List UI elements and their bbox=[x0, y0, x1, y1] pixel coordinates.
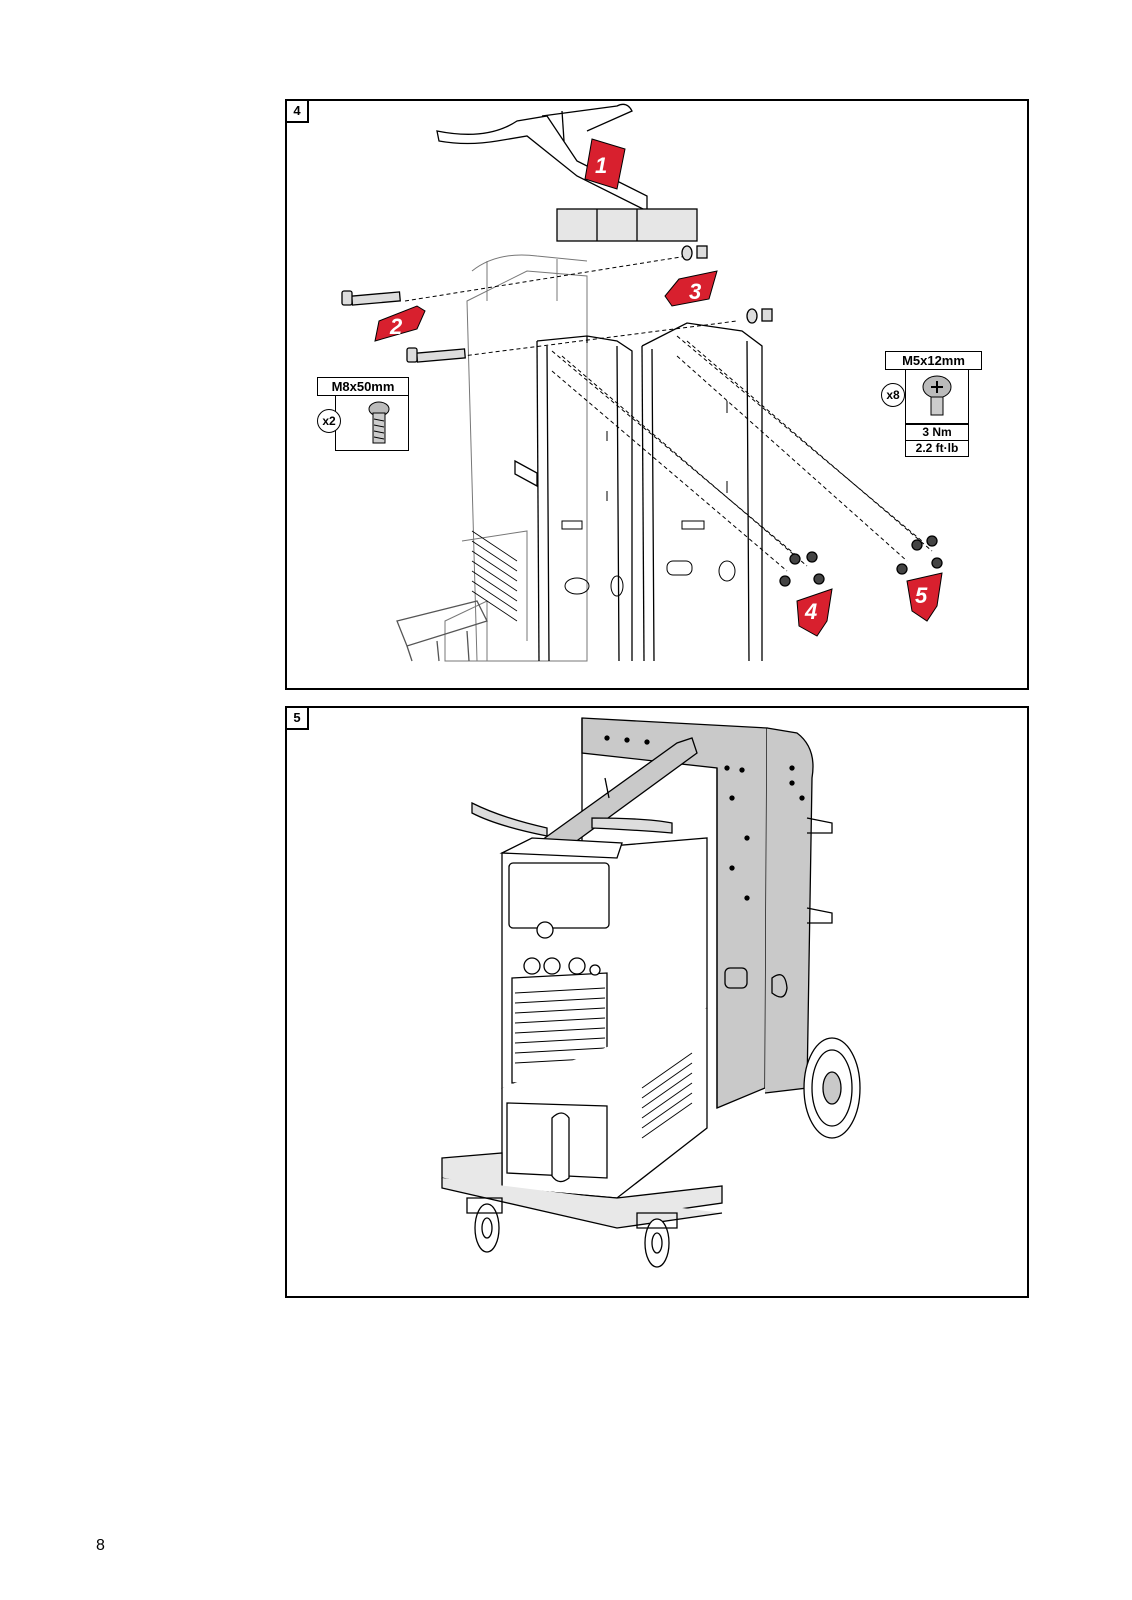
step-5-panel: 5 bbox=[285, 706, 1029, 1298]
large-wheel bbox=[804, 1038, 860, 1138]
screw-quantity-badge: x2 bbox=[317, 409, 341, 433]
svg-text:1: 1 bbox=[595, 153, 607, 178]
left-tower-outline bbox=[537, 336, 632, 661]
m5-screw-icon bbox=[917, 373, 961, 421]
step-5-number: 5 bbox=[287, 708, 309, 730]
screw-quantity-badge: x8 bbox=[881, 383, 905, 407]
screw-size-label: M5x12mm bbox=[885, 351, 982, 370]
right-tower-outline bbox=[642, 323, 762, 661]
crossbar-handle bbox=[437, 104, 697, 241]
torque-value-ftlb: 2.2 ft·lb bbox=[905, 440, 969, 457]
m8-screw-icon bbox=[365, 399, 401, 449]
step-marker-4: 4 bbox=[797, 589, 832, 636]
svg-text:3: 3 bbox=[689, 279, 701, 304]
step-marker-5: 5 bbox=[907, 573, 942, 621]
screw-spec-m5: M5x12mm x8 3 Nm 2.2 ft·lb bbox=[885, 351, 982, 467]
vent-grille bbox=[472, 531, 517, 621]
bottle-hook bbox=[515, 461, 537, 486]
page-number: 8 bbox=[96, 1537, 105, 1555]
step-marker-2: 2 bbox=[375, 306, 425, 341]
svg-text:5: 5 bbox=[915, 583, 928, 608]
crossbar bbox=[472, 738, 697, 848]
wheel-plate-outline bbox=[397, 601, 487, 661]
screw-spec-m8: M8x50mm x2 bbox=[317, 377, 409, 457]
screw-size-label: M8x50mm bbox=[317, 377, 409, 396]
welding-machine bbox=[502, 838, 707, 1198]
step-marker-1: 1 bbox=[585, 139, 625, 189]
assembly-lines bbox=[405, 256, 932, 571]
step-5-illustration bbox=[287, 708, 1029, 1298]
svg-text:4: 4 bbox=[804, 599, 817, 624]
svg-text:2: 2 bbox=[389, 314, 403, 339]
step-4-panel: 4 bbox=[285, 99, 1029, 690]
step-4-number: 4 bbox=[287, 101, 309, 123]
step-marker-3: 3 bbox=[665, 271, 717, 306]
torque-value-nm: 3 Nm bbox=[905, 424, 969, 441]
